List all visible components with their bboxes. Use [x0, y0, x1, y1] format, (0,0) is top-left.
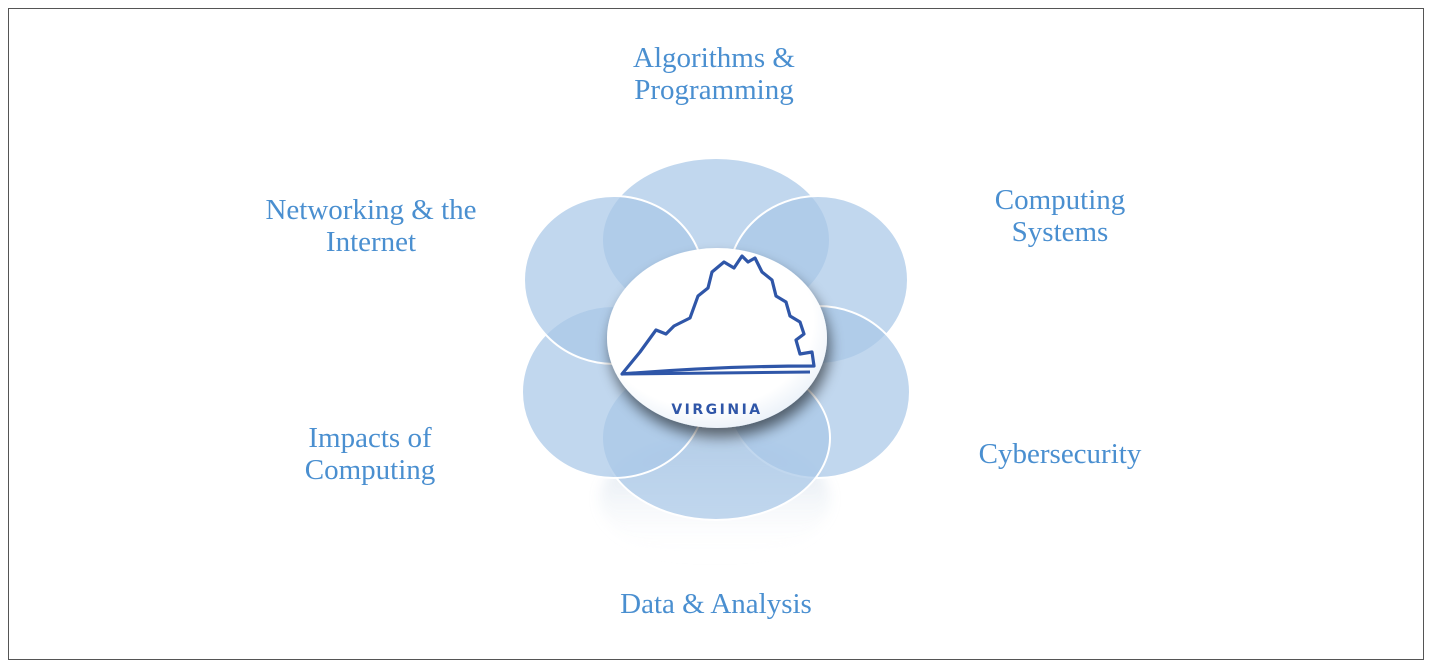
label-line: Internet [325, 226, 417, 258]
label-line: Impacts of [308, 422, 432, 454]
virginia-outline-icon [620, 254, 816, 376]
label-line: Systems [1011, 216, 1109, 248]
label-networking-internet: Networking & the Internet [226, 194, 516, 258]
label-line: Data & Analysis [620, 588, 812, 620]
label-line: Programming [634, 74, 794, 106]
virginia-underline [621, 370, 811, 376]
label-algorithms-programming: Algorithms & Programming [614, 42, 814, 106]
center-emblem: VIRGINIA [607, 248, 827, 428]
center-disc [607, 248, 827, 428]
state-name: VIRGINIA [671, 402, 762, 418]
label-cybersecurity: Cybersecurity [950, 438, 1170, 470]
label-line: Algorithms & [633, 42, 795, 74]
label-line: Cybersecurity [978, 438, 1142, 470]
label-data-analysis: Data & Analysis [586, 588, 846, 620]
label-line: Networking & the [265, 194, 477, 226]
label-line: Computing [994, 184, 1126, 216]
label-computing-systems: Computing Systems [960, 184, 1160, 248]
label-line: Computing [304, 454, 436, 486]
label-impacts-of-computing: Impacts of Computing [270, 422, 470, 486]
